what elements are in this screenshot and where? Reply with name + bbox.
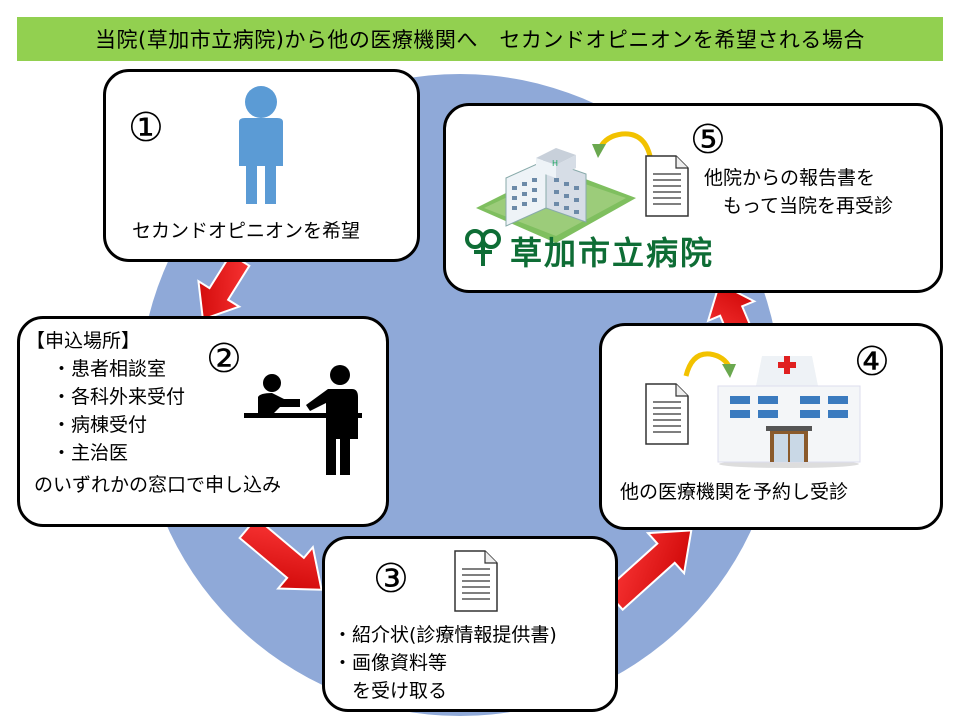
- step4-box: ④ 他の医療機関を予約し受診: [599, 323, 943, 530]
- hospital-logo-mark: [465, 229, 501, 266]
- step1-number: ①: [128, 105, 164, 151]
- step5-box: ⑤ H 他院からの報告書を もって当院を再受診: [443, 103, 943, 293]
- svg-text:H: H: [552, 159, 558, 168]
- return-arrow-icon: [592, 131, 653, 158]
- step3-text-line2: ・画像資料等: [333, 652, 448, 674]
- step3-number: ③: [373, 556, 409, 602]
- document-icon: [454, 550, 498, 612]
- step5-text-line2: もって当院を再受診: [704, 195, 894, 217]
- arrow-step2-to-step3: [238, 516, 323, 591]
- step4-text: 他の医療機関を予約し受診: [620, 481, 849, 503]
- step3-text-line1: ・紹介状(診療情報提供書): [333, 624, 557, 646]
- title-banner: 当院(草加市立病院)から他の医療機関へ セカンドオピニオンを希望される場合: [17, 17, 943, 61]
- step3-text-line3: を受け取る: [333, 680, 448, 702]
- step1-box: ① セカンドオピニオンを希望: [103, 69, 420, 262]
- hospital-logo-text: 草加市立病院: [510, 234, 715, 272]
- reception-desk-icon: [244, 365, 362, 475]
- report-document-icon: [645, 155, 689, 217]
- step5-number: ⑤: [690, 117, 726, 163]
- step2-heading: 【申込場所】: [26, 330, 141, 352]
- step2-number: ②: [206, 336, 242, 382]
- step2-item: ・各科外来受付: [52, 386, 186, 408]
- clinic-building-icon: [717, 356, 861, 468]
- forward-arrow-icon: [683, 351, 736, 378]
- arrow-step3-to-step4: [603, 529, 693, 612]
- step3-box: ③ ・紹介状(診療情報提供書) ・画像資料等 を受け取る: [322, 536, 618, 712]
- page-title: 当院(草加市立病院)から他の医療機関へ セカンドオピニオンを希望される場合: [95, 28, 865, 52]
- step2-box: 【申込場所】 ・患者相談室 ・各科外来受付 ・病棟受付 ・主治医 のいずれかの窓…: [17, 316, 389, 527]
- referral-document-icon: [645, 383, 689, 445]
- step1-text: セカンドオピニオンを希望: [132, 220, 361, 242]
- hospital-building-icon: H: [476, 148, 636, 243]
- step2-item: ・主治医: [52, 442, 129, 464]
- step5-text-line1: 他院からの報告書を: [704, 167, 876, 189]
- step2-footer: のいずれかの窓口で申し込み: [34, 474, 282, 496]
- person-icon: [239, 86, 283, 204]
- step2-item: ・患者相談室: [52, 358, 167, 380]
- step4-number: ④: [854, 339, 890, 385]
- step2-item: ・病棟受付: [52, 414, 148, 436]
